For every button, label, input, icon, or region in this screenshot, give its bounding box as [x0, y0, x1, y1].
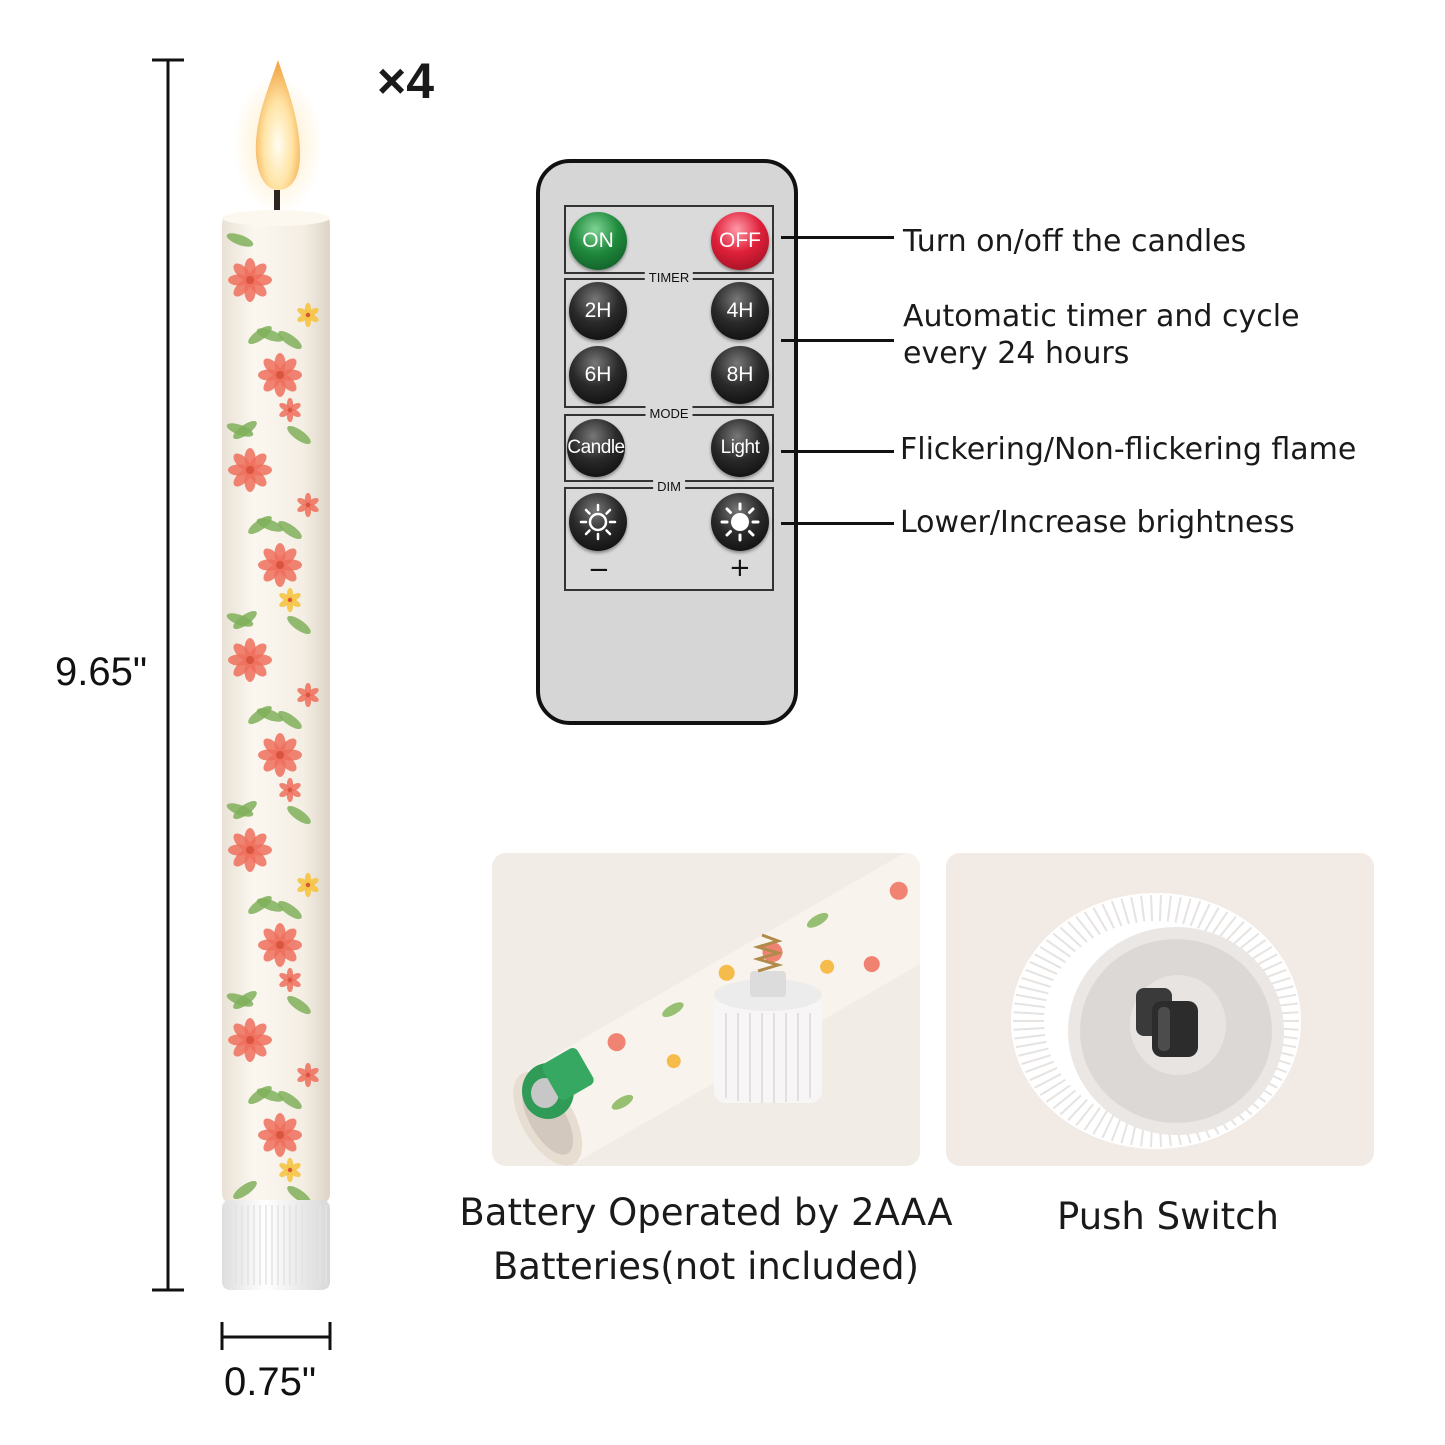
floral-pattern	[226, 233, 319, 1205]
quantity-label: ×4	[377, 53, 435, 109]
timer-8h-button[interactable]: 8H	[711, 346, 769, 404]
push-switch-cap	[1011, 893, 1301, 1149]
flower-decoration	[297, 492, 319, 518]
flower-decoration	[297, 682, 319, 708]
flower-decoration	[297, 302, 319, 328]
callout-line-power	[781, 236, 894, 239]
leaf-decoration	[233, 1180, 257, 1200]
candle-base	[222, 1200, 330, 1290]
light-mode-button[interactable]: Light	[711, 419, 769, 477]
leaf-decoration	[226, 613, 254, 627]
flower-decoration	[279, 777, 301, 803]
leaf-decoration	[256, 328, 284, 342]
leaf-decoration	[226, 233, 254, 247]
timer-title: TIMER	[644, 270, 694, 286]
leaf-decoration	[256, 708, 284, 722]
flower-decoration	[279, 1157, 301, 1183]
switch-photo	[946, 853, 1374, 1166]
height-dimension-bar	[152, 58, 184, 1292]
dim-down-button[interactable]	[569, 493, 627, 551]
leaf-decoration	[278, 900, 302, 920]
leaf-decoration	[256, 898, 284, 912]
leaf-decoration	[278, 1090, 302, 1110]
leaf-decoration	[226, 993, 254, 1007]
candle-illustration	[152, 58, 332, 1350]
leaf-decoration	[278, 520, 302, 540]
timer-2h-button[interactable]: 2H	[569, 282, 627, 340]
sun-small-icon	[579, 503, 617, 541]
flower-decoration	[228, 258, 272, 302]
dim-up-button[interactable]	[711, 493, 769, 551]
callout-line-timer	[781, 339, 894, 342]
candle-mode-button[interactable]: Candle	[567, 419, 625, 477]
flower-decoration	[258, 923, 302, 967]
leaf-decoration	[287, 995, 311, 1015]
leaf-decoration	[287, 615, 311, 635]
callout-power: Turn on/off the candles	[903, 224, 1247, 259]
flower-decoration	[258, 733, 302, 777]
leaf-decoration	[226, 423, 254, 437]
width-dimension-bar	[220, 1322, 332, 1350]
leaf-decoration	[256, 518, 284, 532]
leaf-decoration	[226, 803, 254, 817]
mode-title: MODE	[645, 406, 693, 422]
callout-line-mode	[781, 450, 894, 453]
battery-icon	[522, 1048, 594, 1119]
flower-decoration	[258, 353, 302, 397]
timer-4h-button[interactable]: 4H	[711, 282, 769, 340]
flower-decoration	[258, 1113, 302, 1157]
leaf-decoration	[287, 425, 311, 445]
switch-caption: Push Switch	[1057, 1195, 1279, 1238]
battery-photo	[492, 853, 920, 1166]
flower-decoration	[297, 1062, 319, 1088]
callout-mode: Flickering/Non-flickering flame	[900, 432, 1357, 467]
callout-timer: Automatic timer and cycle every 24 hours	[903, 299, 1300, 371]
flower-decoration	[279, 967, 301, 993]
leaf-decoration	[278, 330, 302, 350]
callout-line-dim	[781, 522, 894, 525]
flower-decoration	[279, 397, 301, 423]
flower-decoration	[228, 448, 272, 492]
off-button[interactable]: OFF	[711, 212, 769, 270]
width-label: 0.75"	[224, 1360, 317, 1404]
flower-decoration	[279, 587, 301, 613]
dim-minus-label: −	[588, 555, 610, 585]
leaf-decoration	[287, 1185, 311, 1205]
flower-decoration	[258, 543, 302, 587]
flower-decoration	[228, 828, 272, 872]
on-button[interactable]: ON	[569, 212, 627, 270]
callout-dim: Lower/Increase brightness	[900, 505, 1295, 540]
leaf-decoration	[278, 710, 302, 730]
flower-decoration	[228, 638, 272, 682]
timer-6h-button[interactable]: 6H	[569, 346, 627, 404]
flower-decoration	[228, 1018, 272, 1062]
dim-title: DIM	[653, 479, 685, 495]
flower-decoration	[297, 872, 319, 898]
end-cap	[714, 933, 822, 1103]
battery-caption: Battery Operated by 2AAA Batteries(not i…	[459, 1191, 953, 1288]
spring-icon	[752, 933, 784, 973]
flame	[233, 60, 323, 215]
sun-large-icon	[720, 502, 760, 542]
height-label: 9.65"	[55, 650, 148, 694]
dim-plus-label: +	[729, 553, 751, 583]
leaf-decoration	[256, 1088, 284, 1102]
leaf-decoration	[287, 805, 311, 825]
wick	[274, 190, 280, 220]
push-button-icon	[1152, 1001, 1198, 1057]
